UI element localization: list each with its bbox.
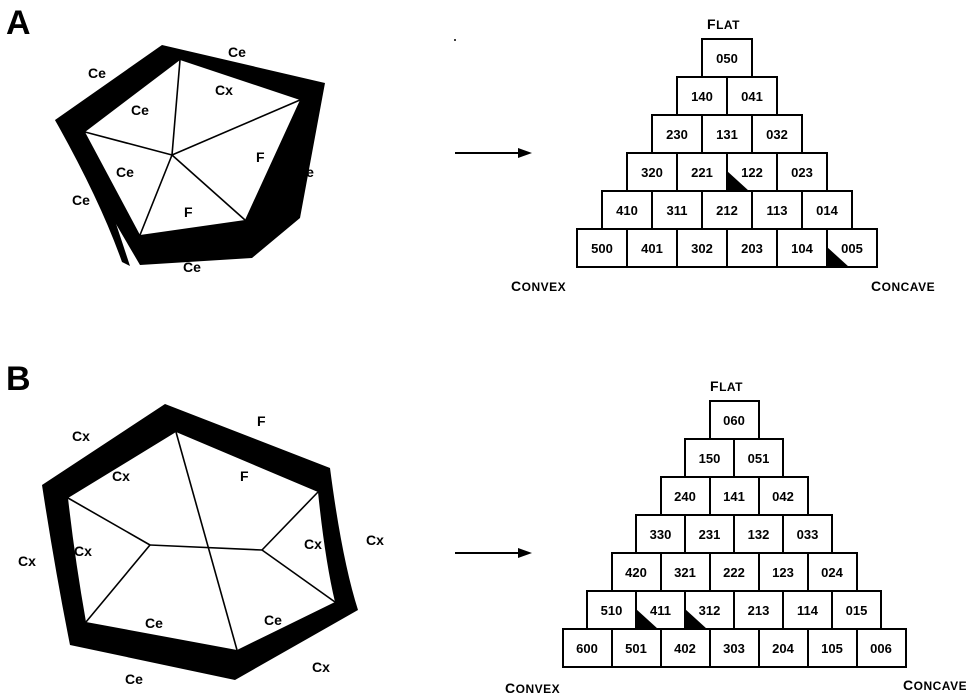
- panel_a-label-7: Ce: [72, 192, 90, 208]
- panel_a-label-2: Ce: [131, 102, 149, 118]
- panel_a-label-3: Cx: [215, 82, 233, 98]
- pyramid-cell: 402: [659, 628, 711, 668]
- panel_b-label-3: F: [240, 468, 249, 484]
- arrow-b: [455, 548, 532, 558]
- pyramid-cell: 131: [701, 114, 753, 154]
- panel-a-letter: A: [6, 4, 31, 42]
- pyramid-cell: 140: [676, 76, 728, 116]
- pentagon-a-frame: [55, 45, 325, 265]
- pyramid-cell: 203: [726, 228, 778, 268]
- pyramid-cell: 204: [757, 628, 809, 668]
- pyramid-cell: 401: [626, 228, 678, 268]
- panel_a-label-1: Ce: [88, 65, 106, 81]
- pyramid-cell: 312: [684, 590, 735, 630]
- panel_b-label-6: Cx: [366, 532, 384, 548]
- pyramid-cell: 213: [733, 590, 784, 630]
- pyramid-cell: 410: [601, 190, 653, 230]
- panel_b-label-0: Cx: [72, 428, 90, 444]
- pentagon-a: [55, 45, 325, 266]
- pyramid-cell: 240: [659, 476, 711, 516]
- convex-heading-b: CONVEX: [505, 680, 561, 696]
- flat-heading-a: FLAT: [707, 16, 740, 32]
- pyramid-cell: 302: [676, 228, 728, 268]
- pyramid-cell: 321: [659, 552, 711, 592]
- pyramid-cell: 132: [733, 514, 784, 554]
- pyramid-cell: 060: [708, 400, 760, 440]
- panel-b-letter: B: [6, 360, 31, 398]
- hexagon-b: [42, 404, 358, 680]
- pyramid-cell: 114: [782, 590, 833, 630]
- pyramid-cell: 122: [726, 152, 778, 192]
- pyramid-cell: 014: [801, 190, 853, 230]
- hexagon-b-frame: [42, 404, 358, 680]
- convex-heading-a: CONVEX: [511, 278, 567, 294]
- panel_b-label-11: Cx: [312, 659, 330, 675]
- pyramid-cell: 420: [610, 552, 662, 592]
- pyramid-cell: 104: [776, 228, 828, 268]
- pyramid-cell: 600: [561, 628, 613, 668]
- panel_a-label-0: Ce: [228, 44, 246, 60]
- pyramid-cell: 042: [757, 476, 809, 516]
- panel_a-label-8: F: [184, 204, 193, 220]
- panel_a-label-5: F: [256, 149, 265, 165]
- pyramid-cell: 024: [806, 552, 858, 592]
- pyramid-cell: 050: [701, 38, 753, 78]
- pyramid-cell: 150: [684, 438, 735, 478]
- corner-marker: [728, 171, 749, 190]
- panel_b-label-4: Cx: [74, 543, 92, 559]
- panel_a-label-9: Ce: [183, 259, 201, 275]
- corner-marker: [686, 609, 707, 628]
- arrow-a: [455, 148, 532, 158]
- pyramid-cell: 510: [586, 590, 637, 630]
- pyramid-cell: 015: [831, 590, 882, 630]
- pyramid-cell: 113: [751, 190, 803, 230]
- pyramid-cell: 005: [826, 228, 878, 268]
- pentagon-a-left-edge: [55, 120, 130, 266]
- pyramid-cell: 221: [676, 152, 728, 192]
- pyramid-cell: 231: [684, 514, 735, 554]
- pyramid-cell: 500: [576, 228, 628, 268]
- corner-marker: [828, 247, 849, 266]
- pyramid-cell: 032: [751, 114, 803, 154]
- pyramid-cell: 230: [651, 114, 703, 154]
- pentagon-a-inner-lines: [84, 59, 301, 236]
- flat-heading-b: FLAT: [710, 378, 743, 394]
- panel_b-label-2: Cx: [112, 468, 130, 484]
- pyramid-cell: 311: [651, 190, 703, 230]
- panel_b-label-9: Ce: [264, 612, 282, 628]
- pyramid-cell: 023: [776, 152, 828, 192]
- corner-marker: [637, 609, 658, 628]
- panel_a-label-6: Ce: [296, 164, 314, 180]
- panel_b-label-10: Ce: [125, 671, 143, 687]
- panel_b-label-1: F: [257, 413, 266, 429]
- stray-mark: [454, 39, 456, 41]
- panel_b-label-8: Ce: [145, 615, 163, 631]
- pyramid-cell: 006: [855, 628, 907, 668]
- panel_a-label-4: Ce: [116, 164, 134, 180]
- pyramid-cell: 330: [635, 514, 686, 554]
- concave-heading-b: CONCAVE: [903, 677, 966, 693]
- pyramid-cell: 105: [806, 628, 858, 668]
- pyramid-cell: 222: [708, 552, 760, 592]
- concave-heading-a: CONCAVE: [871, 278, 936, 294]
- pyramid-cell: 501: [610, 628, 662, 668]
- panel_b-label-7: Cx: [18, 553, 36, 569]
- pyramid-cell: 051: [733, 438, 784, 478]
- pyramid-cell: 141: [708, 476, 760, 516]
- pyramid-cell: 212: [701, 190, 753, 230]
- pyramid-cell: 123: [757, 552, 809, 592]
- panel_b-label-5: Cx: [304, 536, 322, 552]
- pyramid-cell: 320: [626, 152, 678, 192]
- hexagon-b-inner-lines: [67, 431, 336, 651]
- pyramid-cell: 303: [708, 628, 760, 668]
- pyramid-cell: 033: [782, 514, 833, 554]
- pyramid-cell: 041: [726, 76, 778, 116]
- pyramid-cell: 411: [635, 590, 686, 630]
